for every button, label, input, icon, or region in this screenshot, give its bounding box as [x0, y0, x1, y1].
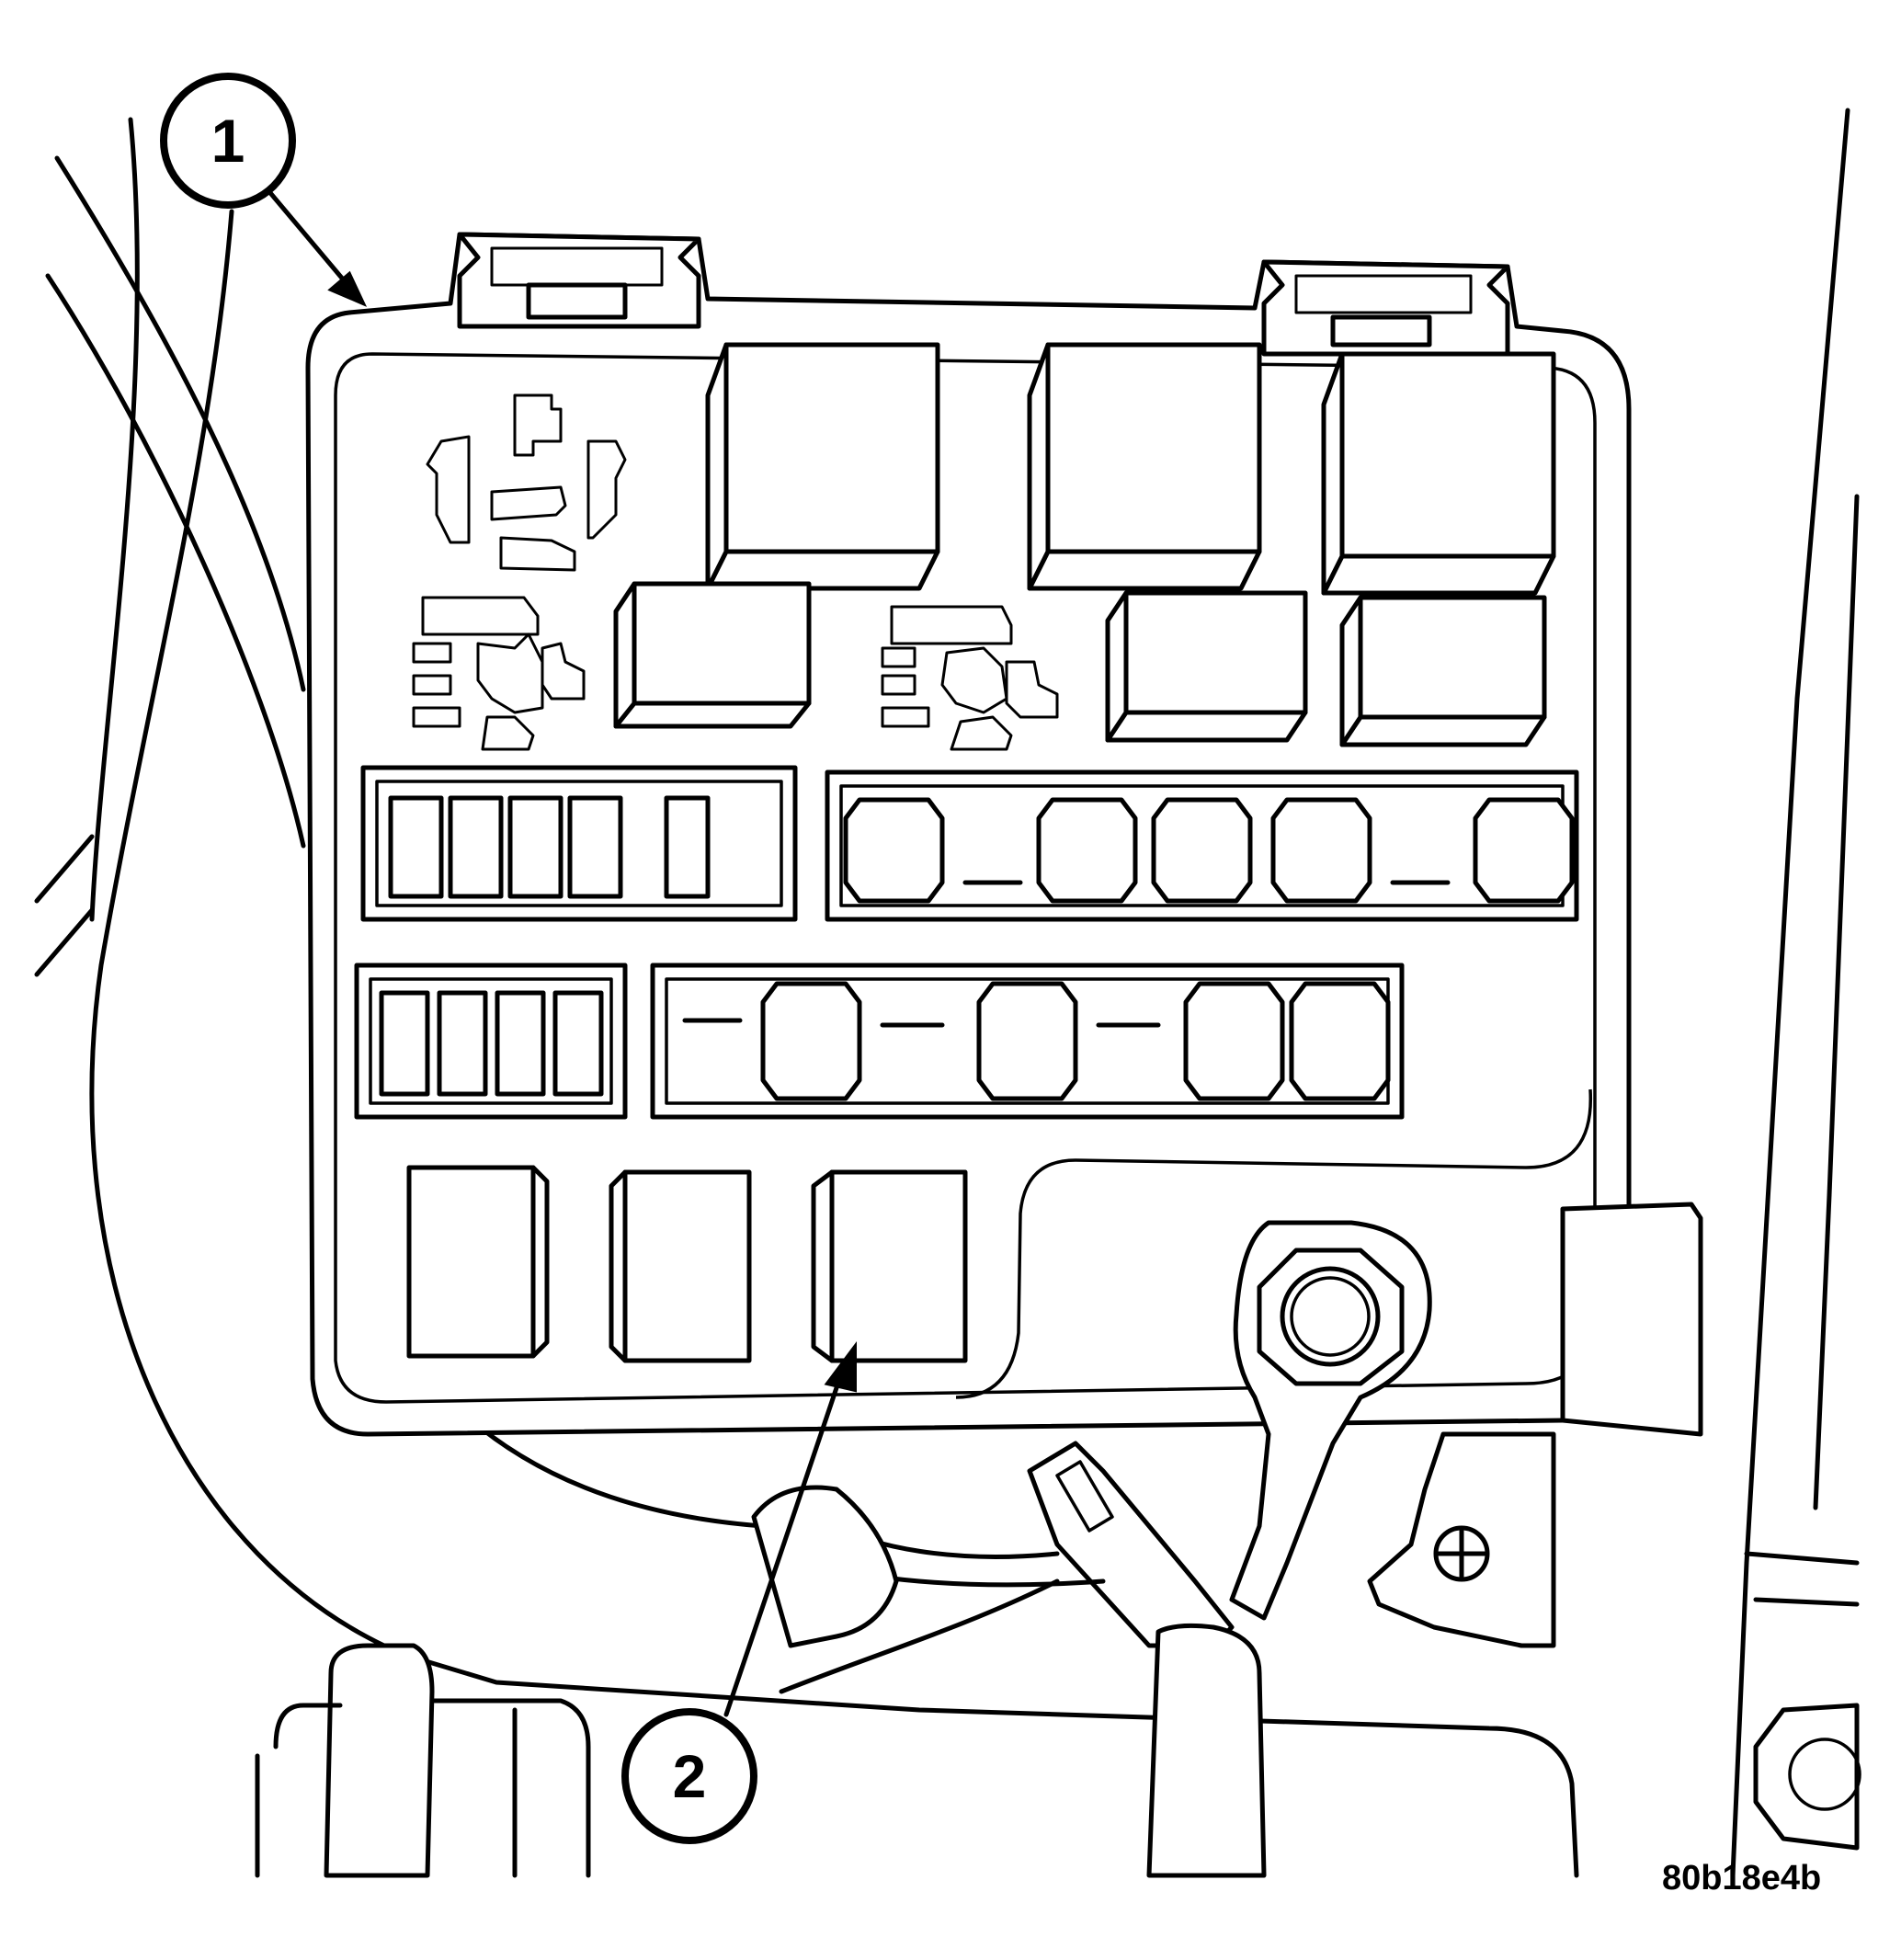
mini-fuse-block-2: [354, 963, 628, 1120]
callout-2-label: 2: [673, 1742, 707, 1810]
leader-arrow-1: [264, 186, 368, 307]
maxi-fuse-block-1: [825, 769, 1579, 922]
relays-bottom: [406, 1165, 968, 1363]
figure-id: 80b18e4b: [1662, 1859, 1822, 1897]
empty-relay-cavities: [412, 393, 1059, 751]
relays-top: [705, 342, 1556, 596]
mini-relay-1: [613, 581, 812, 729]
bottom-relay-1: [406, 1165, 550, 1359]
callout-1-label: 1: [211, 107, 245, 175]
maxi-fuse-block-2: [650, 963, 1405, 1120]
callout-1: 1: [160, 73, 296, 209]
relay-2: [1027, 342, 1262, 591]
relay-3: [1321, 351, 1556, 596]
mini-fuse-block-1: [360, 765, 798, 922]
callout-2: 2: [621, 1708, 757, 1844]
relays-mini: [613, 581, 1547, 747]
bottom-relay-2: [609, 1169, 752, 1363]
mini-relay-3: [1339, 595, 1547, 747]
mini-relay-2: [1105, 590, 1308, 743]
bottom-relay-3: [811, 1169, 968, 1363]
battery-terminal: [1229, 1220, 1432, 1621]
mounting-bracket: [1367, 1202, 1703, 1648]
leader-arrow-2: [723, 1341, 857, 1717]
relay-1: [705, 342, 940, 591]
lower-frame: [255, 1551, 1861, 1878]
